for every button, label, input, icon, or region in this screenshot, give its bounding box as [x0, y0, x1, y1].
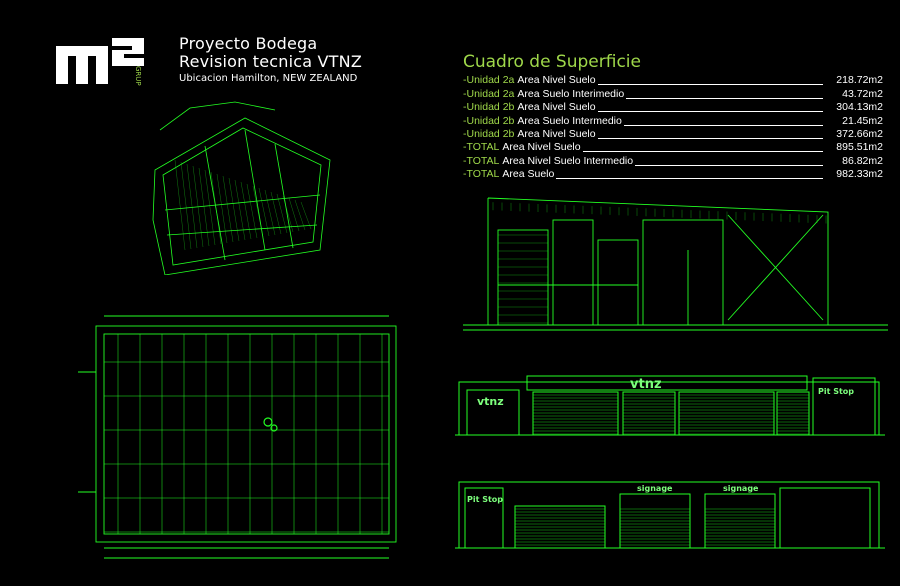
row-dash: -	[463, 87, 467, 100]
site-plan-drawing	[152, 101, 331, 275]
project-subtitle: Revision tecnica VTNZ	[179, 52, 362, 71]
row-leader-line	[623, 124, 823, 126]
front-elevation-drawing: vtnz vtnz Pit Stop	[455, 375, 885, 436]
project-header: Proyecto Bodega Revision tecnica VTNZ Ub…	[179, 35, 362, 85]
signage-label-2: signage	[723, 484, 759, 493]
row-unit: Unidad 2b	[466, 114, 515, 127]
row-dash: -	[463, 141, 467, 154]
project-location: Ubicacion Hamilton, NEW ZEALAND	[179, 73, 358, 84]
company-logo: GRUPO	[54, 36, 172, 92]
row-unit: TOTAL	[466, 154, 500, 167]
row-dash: -	[463, 101, 467, 114]
row-dash: -	[463, 114, 467, 127]
row-area-value: 21.45m2	[842, 114, 883, 127]
row-leader-line	[597, 84, 823, 86]
row-unit: TOTAL	[466, 168, 500, 181]
floor-plan-drawing	[78, 315, 397, 559]
row-area-value: 372.66m2	[836, 127, 883, 140]
table-title: Cuadro de Superficie	[463, 52, 641, 72]
row-dash: -	[463, 74, 467, 87]
row-description: Area Nivel Suelo	[517, 127, 596, 140]
rear-elevation-drawing: Pit Stop signage signage	[455, 481, 885, 549]
logo-subtext: GRUPO	[134, 66, 142, 86]
row-dash: -	[463, 168, 467, 181]
row-area-value: 895.51m2	[836, 141, 883, 154]
row-area-value: 218.72m2	[836, 74, 883, 87]
row-unit: Unidad 2b	[466, 101, 515, 114]
row-dash: -	[463, 127, 467, 140]
pitstop-sign-rear: Pit Stop	[467, 495, 503, 504]
row-area-value: 86.82m2	[842, 154, 883, 167]
row-leader-line	[582, 151, 823, 153]
row-description: Area Nivel Suelo Intermedio	[502, 154, 634, 167]
logo-mark: GRUPO	[56, 38, 144, 92]
row-description: Area Nivel Suelo	[502, 141, 581, 154]
row-description: Area Suelo	[502, 168, 555, 181]
building-section-drawing	[463, 197, 888, 331]
row-dash: -	[463, 154, 467, 167]
storefront-sign: vtnz	[477, 395, 504, 408]
row-unit: Unidad 2b	[466, 127, 515, 140]
row-area-value: 304.13m2	[836, 101, 883, 114]
row-unit: TOTAL	[466, 141, 500, 154]
row-area-value: 43.72m2	[842, 87, 883, 100]
project-title: Proyecto Bodega	[179, 34, 318, 53]
pitstop-sign: Pit Stop	[818, 387, 854, 396]
row-unit: Unidad 2a	[466, 74, 515, 87]
row-leader-line	[597, 111, 823, 113]
elevation-brand-sign: vtnz	[630, 377, 662, 392]
row-unit: Unidad 2a	[466, 87, 515, 100]
row-leader-line	[626, 97, 823, 99]
table-row: - TOTAL Area Suelo 982.33m2	[463, 168, 883, 181]
row-leader-line	[597, 137, 823, 139]
row-leader-line	[556, 178, 823, 180]
row-description: Area Nivel Suelo	[517, 101, 596, 114]
row-description: Area Suelo Intermedio	[517, 114, 622, 127]
row-description: Area Nivel Suelo	[517, 74, 596, 87]
signage-label-1: signage	[637, 484, 673, 493]
row-leader-line	[635, 164, 823, 166]
row-area-value: 982.33m2	[836, 168, 883, 181]
row-description: Area Suelo Interimedio	[517, 87, 625, 100]
